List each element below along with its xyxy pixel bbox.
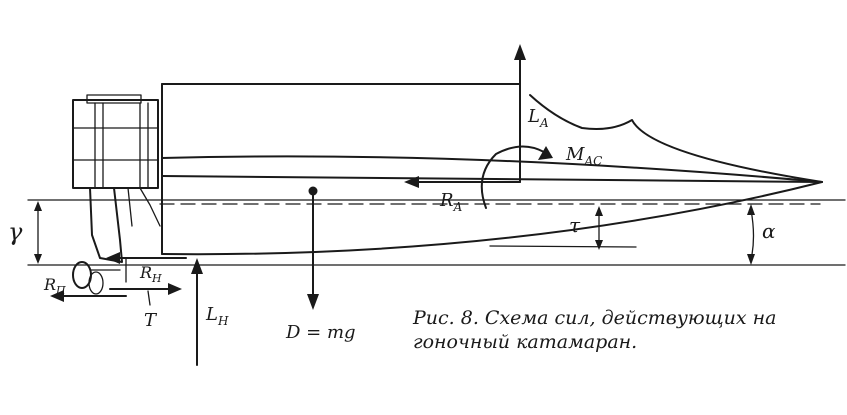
label-alpha: α [762, 219, 776, 243]
label-R-p: RП [43, 275, 66, 297]
label-tau: τ [569, 213, 581, 237]
label-gamma: γ [8, 218, 23, 246]
propeller [72, 257, 127, 295]
caption-line-2: гоночный катамаран. [413, 331, 638, 353]
moment-arrow [480, 145, 553, 209]
thrust-arrow [109, 283, 182, 295]
label-T: T [144, 310, 158, 331]
trim-angle-tau [595, 206, 603, 250]
caption-line-1: Рис. 8. Схема сил, действующих на [413, 307, 777, 329]
outboard-motor [72, 94, 161, 263]
label-L-A: LA [527, 106, 549, 130]
dimension-gamma [34, 201, 42, 264]
angle-alpha [747, 204, 755, 265]
label-D-mg: D = mg [285, 322, 356, 343]
drag-propeller-arrow [50, 290, 127, 302]
weight-arrow [307, 190, 319, 310]
figure-caption: Рис. 8. Схема сил, действующих на гоночн… [413, 306, 776, 354]
catamaran-hull [161, 83, 823, 256]
label-R-n: RН [139, 263, 162, 285]
label-R-A: RA [439, 190, 463, 214]
drag-hydro-arrow [106, 252, 187, 264]
thrust-leader-line [147, 290, 151, 306]
label-M-AC: MAC [565, 144, 602, 168]
drag-aero-arrow [404, 176, 521, 188]
label-L-n: LН [205, 304, 229, 328]
lift-hydro-arrow [191, 258, 203, 366]
lift-aero-arrow [514, 44, 526, 183]
trim-reference-line [489, 245, 637, 248]
